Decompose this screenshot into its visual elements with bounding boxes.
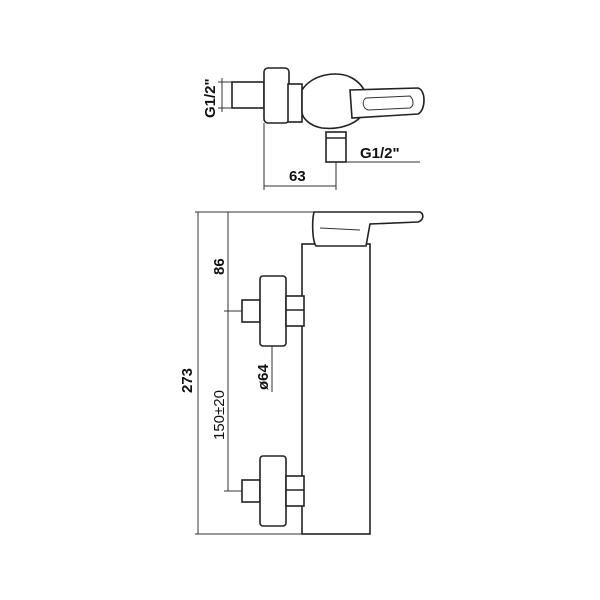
upper-flange (259, 275, 287, 347)
total-height-label: 273 (179, 368, 196, 393)
side-view (195, 211, 424, 535)
lower-nut (285, 475, 305, 507)
top-view (218, 67, 425, 190)
center-distance-label: 150±20 (211, 390, 228, 440)
outlet-thread-label: G1/2" (360, 145, 400, 162)
top-collar (287, 83, 303, 123)
depth-dim-label: 63 (289, 168, 306, 185)
lever-top (349, 87, 425, 119)
lower-stub (241, 479, 261, 503)
mixer-body-side (301, 243, 371, 535)
inlet-thread-label: G1/2" (202, 78, 219, 118)
lower-flange (259, 455, 287, 527)
lever-side (311, 211, 424, 247)
top-offset-label: 86 (211, 258, 228, 275)
upper-nut (285, 295, 305, 327)
lever-slot (362, 95, 414, 111)
flange-diameter-label: ø64 (255, 363, 272, 390)
inlet-stub (231, 81, 265, 109)
top-flange (263, 67, 290, 124)
upper-stub (241, 299, 261, 323)
outlet-stub (325, 131, 347, 163)
